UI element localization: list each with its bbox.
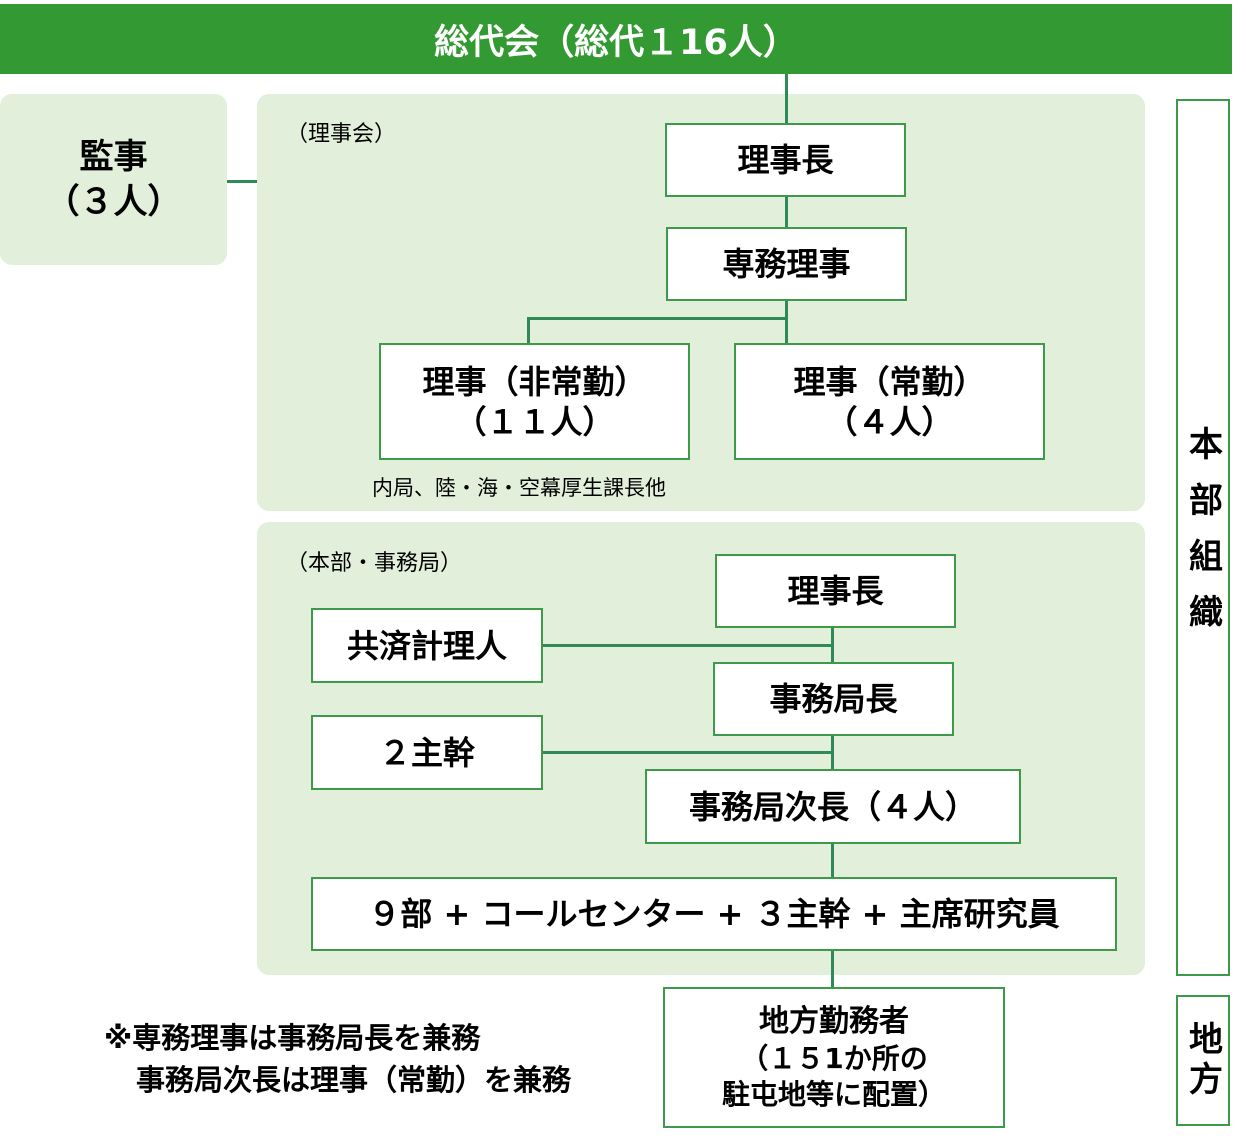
connector-to-part-time-director xyxy=(527,317,530,345)
departments-box: ９部 + コールセンター + ３主幹 + 主席研究員 xyxy=(311,877,1117,951)
footnote-line-1: ※専務理事は事務局長を兼務 xyxy=(104,1021,481,1055)
part-time-director-title: 理事（非常勤） xyxy=(422,362,647,401)
accountant-label: 共済計理人 xyxy=(346,626,507,665)
regional-staff-box: 地方勤務者 （１５1か所の 駐屯地等に配置） xyxy=(663,987,1005,1128)
board-label: （理事会） xyxy=(286,122,397,147)
connector-assembly-to-chair xyxy=(785,74,788,124)
departments-label: ９部 + コールセンター + ３主幹 + 主席研究員 xyxy=(368,895,1060,933)
headquarters-label: 本部組織 xyxy=(1182,425,1223,650)
regional-label: 地方 xyxy=(1182,1020,1223,1101)
board-chair-label: 理事長 xyxy=(737,141,834,179)
board-chair-box: 理事長 xyxy=(665,123,906,197)
auditor-panel: 監事 （３人） xyxy=(0,94,227,265)
regional-side-label: 地方 xyxy=(1176,995,1230,1126)
general-assembly-bar: 総代会（総代１16人） xyxy=(0,4,1232,74)
connector-auditor xyxy=(227,180,257,183)
secretary-general-label: 事務局長 xyxy=(769,680,898,718)
headquarters-side-label: 本部組織 xyxy=(1176,99,1230,976)
executive-director-box: 専務理事 xyxy=(666,227,907,301)
director-membership-note: 内局、陸・海・空幕厚生課長他 xyxy=(372,476,666,500)
secretary-general-box: 事務局長 xyxy=(713,662,954,736)
general-assembly-title: 総代会（総代１16人） xyxy=(434,22,798,63)
connector-directors-horizontal xyxy=(527,317,788,320)
regional-staff-placement: 駐屯地等に配置） xyxy=(721,1078,946,1111)
connector-executive-down xyxy=(785,300,788,345)
connector-deputy-to-departments xyxy=(831,843,834,879)
deputy-secretary-general-box: 事務局次長（４人） xyxy=(645,769,1021,844)
accountant-box: 共済計理人 xyxy=(311,608,543,683)
deputy-secretary-general-label: 事務局次長（４人） xyxy=(688,787,977,826)
full-time-director-count: （４人） xyxy=(825,402,954,441)
footnote-line-2: 事務局次長は理事（常勤）を兼務 xyxy=(136,1063,572,1098)
chief-officers-label: ２主幹 xyxy=(378,733,475,772)
part-time-director-count: （１１人） xyxy=(454,402,615,441)
connector-accountant xyxy=(542,644,834,647)
part-time-director-box: 理事（非常勤） （１１人） xyxy=(379,343,690,460)
secretariat-chair-label: 理事長 xyxy=(787,572,884,610)
footnote: ※専務理事は事務局長を兼務 事務局次長は理事（常勤）を兼務 xyxy=(104,1017,571,1101)
secretariat-label: （本部・事務局） xyxy=(286,551,463,576)
full-time-director-title: 理事（常勤） xyxy=(793,362,986,401)
executive-director-label: 専務理事 xyxy=(722,245,851,283)
connector-chief-officers xyxy=(542,751,834,754)
chief-officers-box: ２主幹 xyxy=(311,715,543,790)
connector-chair-to-executive xyxy=(785,196,788,228)
regional-staff-count: （１５1か所の xyxy=(740,1041,928,1075)
connector-departments-to-regional xyxy=(831,950,834,988)
secretariat-chair-box: 理事長 xyxy=(715,554,956,628)
regional-staff-title: 地方勤務者 xyxy=(759,1003,909,1039)
full-time-director-box: 理事（常勤） （４人） xyxy=(734,343,1045,460)
auditor-count: （３人） xyxy=(45,181,182,222)
auditor-title: 監事 xyxy=(79,137,148,178)
